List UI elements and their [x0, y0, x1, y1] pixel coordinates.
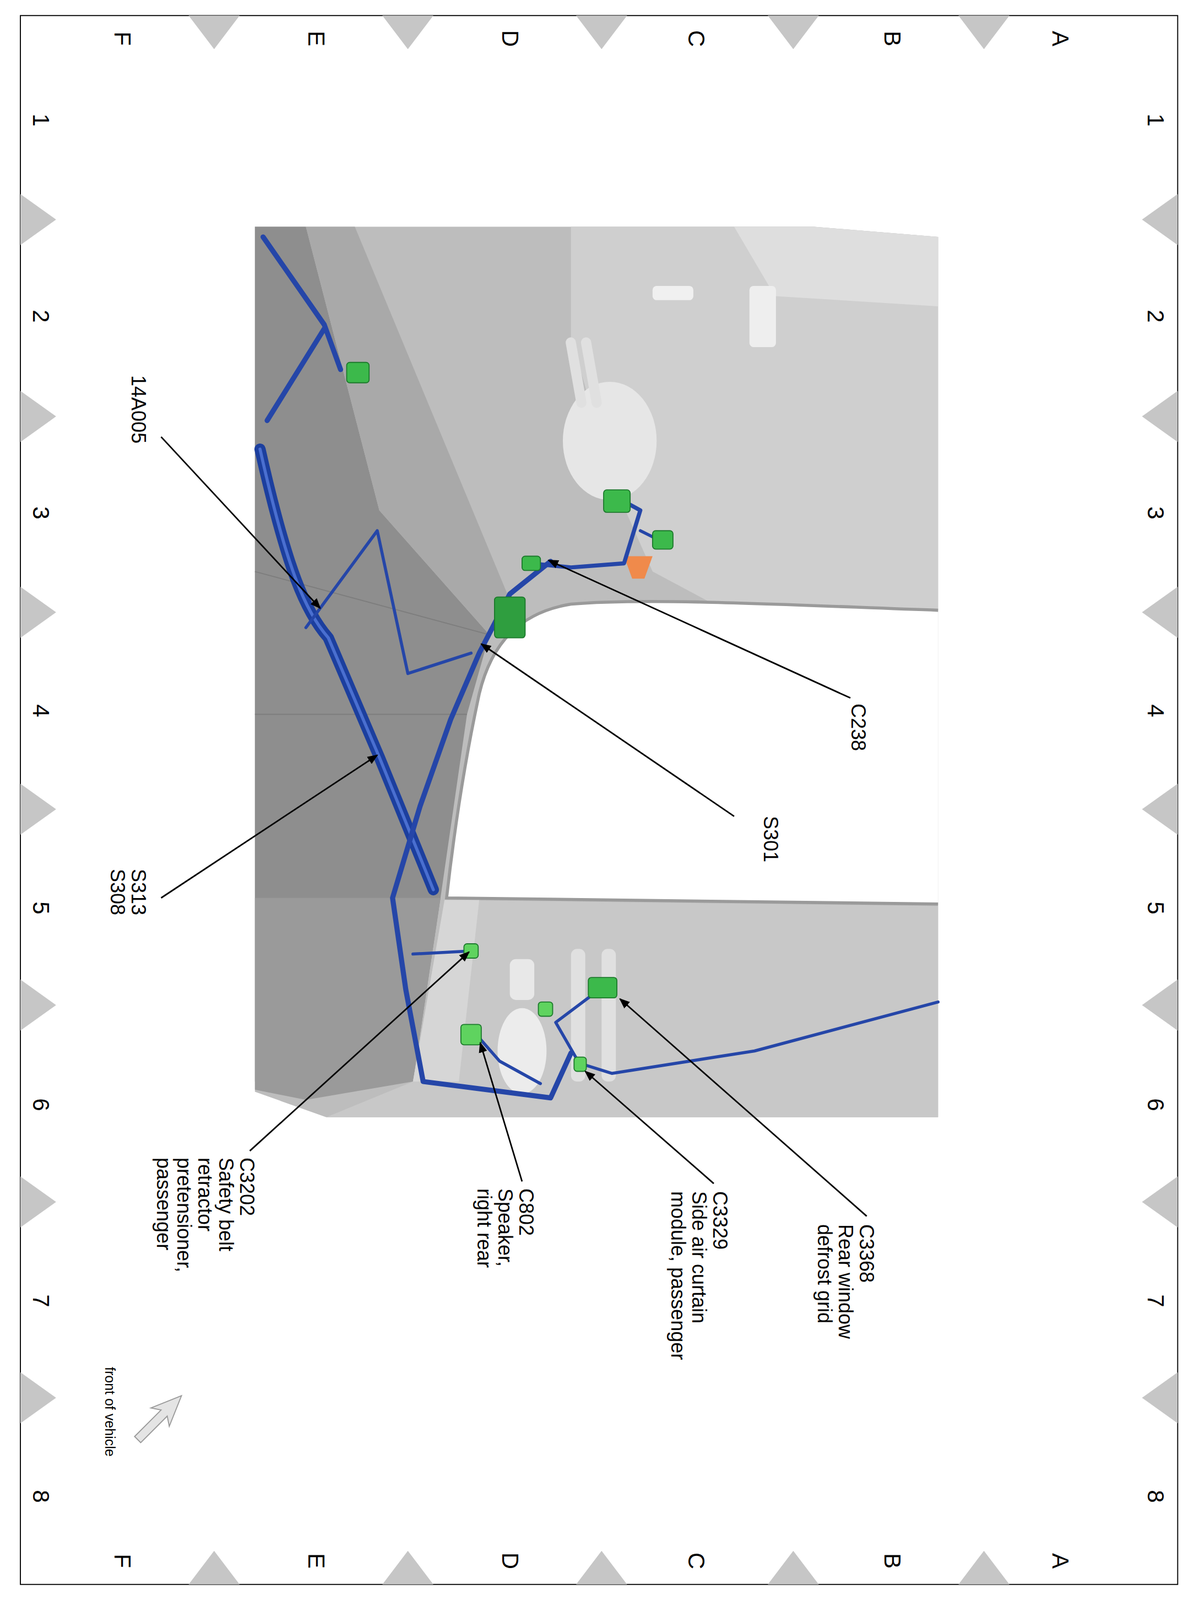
grid-number: 5	[1143, 901, 1168, 914]
connector-code: C3202	[236, 1157, 258, 1216]
direction-arrow	[134, 1395, 182, 1442]
connector-code: C238	[847, 703, 869, 751]
connector-code: C3368	[855, 1223, 877, 1283]
connector-description: Safety belt retractor pretensioner, pass…	[153, 1157, 237, 1279]
connector-description: Rear window defrost grid	[813, 1223, 856, 1351]
grid-number: 6	[1143, 1097, 1168, 1111]
grid-letter: A	[1048, 1552, 1073, 1568]
grid-markers	[20, 15, 1178, 1584]
connector-description: Side air curtain module, passenger	[667, 1190, 710, 1367]
grid-letter: E	[304, 30, 329, 47]
grid-number: 2	[1143, 309, 1168, 323]
grid-number: 3	[1143, 506, 1168, 519]
grid-letter: E	[304, 1552, 329, 1568]
wiring-harness	[259, 236, 938, 1098]
grid-number: 6	[28, 1097, 53, 1111]
grid-letter: D	[497, 30, 523, 47]
grid-number: 1	[1143, 113, 1168, 127]
leader-lines	[161, 436, 867, 1216]
grid-letter: A	[1048, 30, 1073, 47]
grid-letter: B	[880, 30, 905, 47]
connector-code: C3329	[709, 1190, 731, 1250]
direction-note: front of vehicle	[102, 1366, 118, 1457]
grid-number: 2	[28, 309, 53, 323]
connectors	[346, 362, 673, 1072]
grid-letter: F	[110, 31, 135, 46]
grid-letter: C	[684, 1551, 709, 1569]
grid-letter: F	[110, 1553, 135, 1568]
part-number: 14A005	[127, 375, 149, 444]
connector-description: Speaker, right rear	[473, 1187, 516, 1282]
grid-letter: C	[684, 30, 709, 47]
grid-number: 7	[1143, 1293, 1168, 1307]
grid-letter: D	[497, 1551, 523, 1569]
grid-letter: B	[880, 1552, 905, 1568]
grid-number: 8	[1143, 1489, 1168, 1502]
vehicle-body	[254, 226, 938, 1117]
splice-code: S301	[760, 815, 781, 862]
grid-number: 5	[28, 901, 53, 914]
splice-code: S313 S308	[106, 868, 149, 924]
grid-number: 1	[28, 113, 53, 127]
grid-number: 7	[28, 1293, 53, 1307]
grid-number: 4	[1143, 703, 1168, 717]
grid-number: 3	[28, 506, 53, 519]
page-frame	[20, 15, 1178, 1584]
connector-code: C802	[515, 1187, 537, 1236]
grid-number: 4	[28, 703, 53, 717]
grid-number: 8	[28, 1489, 53, 1502]
